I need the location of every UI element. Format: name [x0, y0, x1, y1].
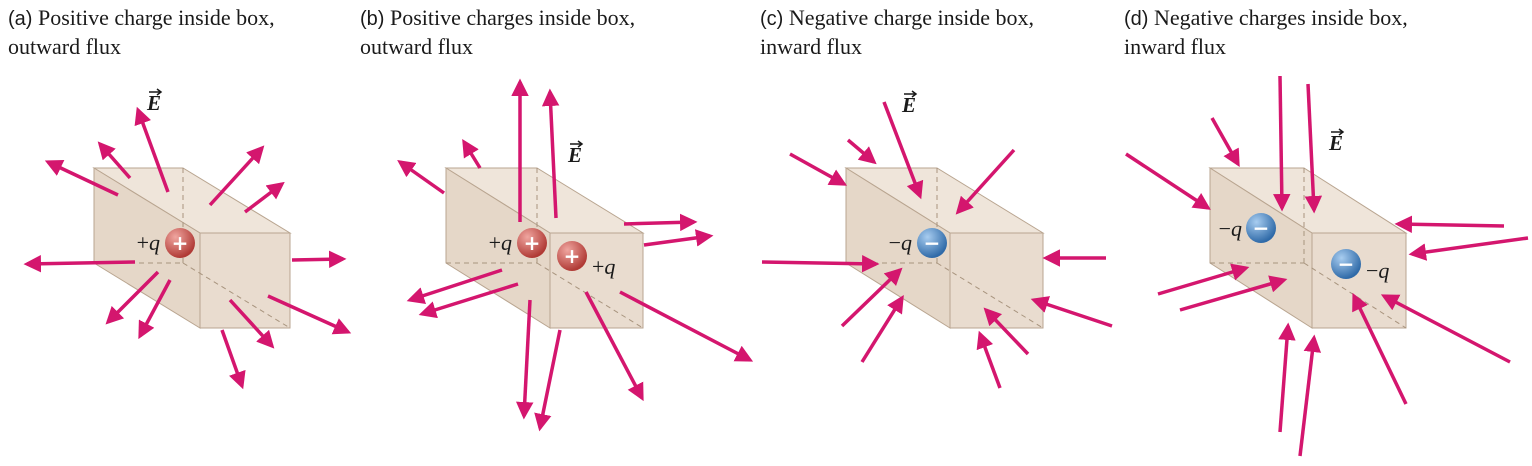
caption-a: (a) Positive charge inside box, outward … — [8, 4, 275, 60]
charge-b-2: + +q — [557, 241, 615, 279]
negative-charge-icon — [1246, 213, 1276, 243]
charge-label: +q — [489, 230, 512, 255]
figure-a: + +q E — [23, 88, 352, 390]
charge-a-1: + +q — [137, 228, 195, 258]
vector-arrow-icon — [149, 88, 163, 96]
box-d — [1208, 167, 1408, 329]
charge-d-1: − −q — [1219, 213, 1276, 243]
figure-c: − −q E — [761, 90, 1113, 389]
field-arrows-b — [397, 78, 754, 432]
field-label-b: E — [567, 140, 584, 167]
box-a — [92, 167, 292, 329]
positive-charge-icon — [517, 228, 547, 258]
field-label-d: E — [1328, 128, 1345, 155]
box-c — [844, 167, 1045, 329]
caption-letter: (b) — [360, 8, 385, 30]
charge-sign: − — [924, 231, 941, 255]
vector-arrow-icon — [904, 90, 918, 98]
svg-text:E: E — [1328, 131, 1343, 155]
vector-arrow-icon — [570, 140, 584, 148]
caption-d: (d) Negative charges inside box, inward … — [1124, 4, 1408, 60]
caption-text: Positive charges inside box, outward flu… — [360, 5, 636, 59]
panel-a: (a) Positive charge inside box, outward … — [0, 0, 382, 466]
panel-d: (d) Negative charges inside box, inward … — [1116, 0, 1532, 466]
charge-sign: + — [564, 244, 581, 268]
charge-label: −q — [1219, 216, 1242, 241]
caption-c: (c) Negative charge inside box, inward f… — [760, 4, 1034, 60]
positive-charge-icon — [165, 228, 195, 258]
svg-text:E: E — [567, 143, 582, 167]
field-label-c: E — [901, 90, 918, 117]
vector-arrow-icon — [1331, 128, 1345, 136]
positive-charge-icon — [557, 241, 587, 271]
field-arrows-d — [1125, 75, 1529, 457]
figure-b: + +q + +q E — [397, 78, 754, 432]
charge-b-1: + +q — [489, 228, 547, 258]
caption-letter: (c) — [760, 8, 784, 30]
charge-sign: − — [1253, 216, 1270, 240]
panel-c: (c) Negative charge inside box, inward f… — [752, 0, 1124, 466]
charge-label: −q — [889, 230, 912, 255]
negative-charge-icon — [1331, 249, 1361, 279]
charge-label: +q — [592, 254, 615, 279]
charge-label: −q — [1366, 258, 1389, 283]
field-arrows-a — [23, 106, 352, 390]
charge-sign: + — [524, 231, 541, 255]
figure-d: − −q − −q E — [1125, 75, 1529, 457]
charge-sign: + — [172, 231, 189, 255]
panel-b: (b) Positive charges inside box, outward… — [352, 0, 762, 466]
charge-d-2: − −q — [1331, 249, 1389, 283]
charge-c-1: − −q — [889, 228, 947, 258]
svg-text:E: E — [901, 93, 916, 117]
caption-text: Negative charges inside box, inward flux — [1124, 5, 1408, 59]
svg-text:E: E — [146, 91, 161, 115]
field-label-a: E — [146, 88, 163, 115]
field-arrows-c — [761, 101, 1113, 389]
caption-letter: (d) — [1124, 8, 1149, 30]
caption-b: (b) Positive charges inside box, outward… — [360, 4, 635, 60]
caption-letter: (a) — [8, 8, 33, 30]
negative-charge-icon — [917, 228, 947, 258]
charge-sign: − — [1338, 252, 1355, 276]
caption-text: Positive charge inside box, outward flux — [8, 5, 275, 59]
charge-label: +q — [137, 230, 160, 255]
caption-text: Negative charge inside box, inward flux — [760, 5, 1035, 59]
